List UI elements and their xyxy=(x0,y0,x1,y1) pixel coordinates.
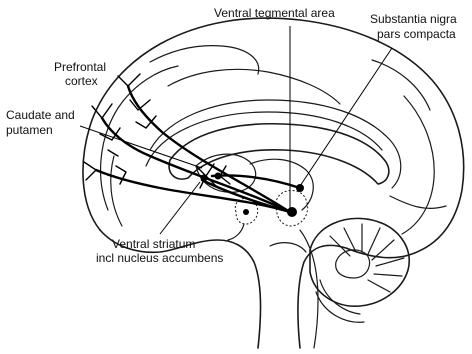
mesocortical-pathway xyxy=(102,118,290,212)
striatum-terminal xyxy=(215,173,222,180)
brainstem-rear xyxy=(300,230,318,348)
cerebellum-outline xyxy=(310,218,409,306)
corpus-callosum xyxy=(169,124,389,184)
pons xyxy=(270,243,306,252)
label-pfc-1: Prefrontal xyxy=(54,60,106,74)
label-vs-1: Ventral striatum xyxy=(112,237,195,251)
mesocortical-pathway xyxy=(128,86,290,212)
striatum-terminal xyxy=(201,175,208,182)
terminal-branches xyxy=(84,74,156,184)
occipital-gyrus xyxy=(402,96,434,234)
label-vta: Ventral tegmental area xyxy=(214,6,335,20)
label-snc-2: pars compacta xyxy=(377,27,456,41)
label-caudate-2: putamen xyxy=(6,123,53,137)
occipital-gyrus xyxy=(390,196,446,208)
label-caudate-1: Caudate and xyxy=(6,108,75,122)
label-snc-1: Substantia nigra xyxy=(370,12,457,26)
label-vs-2: incl nucleus accumbens xyxy=(96,251,223,265)
occipital-gyrus xyxy=(372,60,430,110)
cerebellum-folia xyxy=(316,280,364,322)
frontal-gyrus xyxy=(168,69,340,104)
leader-snc xyxy=(300,48,392,186)
label-pfc-2: cortex xyxy=(65,74,98,88)
pituitary-stalk xyxy=(228,224,244,240)
hypothalamic-nucleus xyxy=(243,209,249,215)
